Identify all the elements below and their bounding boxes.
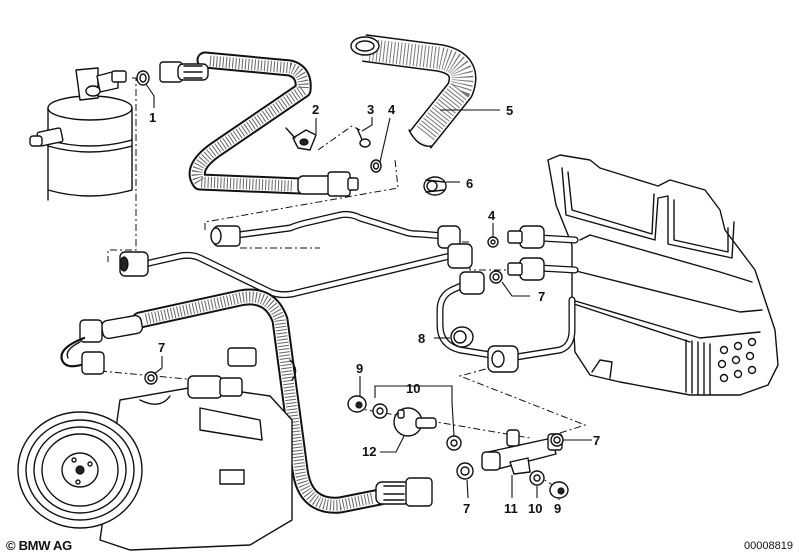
callout-10-bottom: 10 — [528, 501, 542, 516]
sealing-ring-7-left — [144, 371, 158, 385]
sealing-ring-1 — [136, 70, 150, 86]
rigid-pipe-lower — [119, 243, 473, 299]
upper-hose — [159, 51, 359, 197]
nut-9-upper — [347, 395, 367, 413]
u-pipe — [436, 271, 576, 373]
compressor — [17, 347, 297, 551]
callout-1: 1 — [149, 110, 156, 125]
callout-8: 8 — [418, 331, 425, 346]
callout-7-bottom: 7 — [463, 501, 470, 516]
callout-labels: 1 2 3 4 4 5 6 7 7 7 7 8 9 9 10 10 11 12 — [149, 102, 600, 516]
callout-6: 6 — [466, 176, 473, 191]
evaporator — [547, 154, 779, 396]
evaporator-port-holes — [717, 337, 757, 383]
evaporator-connectors — [507, 225, 579, 281]
callout-7-left: 7 — [158, 340, 165, 355]
sealing-ring-4-upper — [370, 159, 382, 173]
grommet-6 — [423, 176, 447, 196]
callout-3: 3 — [367, 102, 374, 117]
rigid-pipe-upper — [210, 210, 461, 249]
leader-lines — [145, 83, 592, 500]
callout-9-upper: 9 — [356, 361, 363, 376]
screw-3 — [317, 125, 371, 151]
nut-9-bottom — [549, 481, 569, 499]
receiver-drier — [29, 67, 133, 201]
sealing-ring-7-bottom — [456, 462, 474, 480]
diagram-number: 00008819 — [744, 540, 793, 552]
t-piece-11 — [481, 429, 563, 475]
pressure-switch-12 — [393, 407, 437, 437]
sealing-ring-7-right — [550, 433, 564, 447]
large-hose-5 — [350, 34, 477, 149]
washer-10-left — [372, 403, 388, 419]
callout-12: 12 — [362, 444, 376, 459]
lower-hose — [60, 288, 433, 514]
washer-10-bottom — [529, 470, 545, 486]
washer-10-right — [446, 435, 462, 451]
sealing-ring-7-upper-right — [489, 270, 503, 284]
callout-11: 11 — [504, 501, 518, 516]
callout-10-upper: 10 — [406, 381, 420, 396]
grommet-8 — [450, 326, 474, 348]
callout-5: 5 — [506, 103, 513, 118]
sealing-ring-4-lower — [487, 236, 499, 248]
callout-4-lower: 4 — [488, 208, 496, 223]
callout-4-upper: 4 — [388, 102, 396, 117]
copyright-label: © BMW AG — [6, 538, 72, 553]
callout-7-upper-right: 7 — [538, 289, 545, 304]
callout-9-bottom: 9 — [554, 501, 561, 516]
callout-7-right: 7 — [593, 433, 600, 448]
bracket-2 — [285, 127, 317, 151]
callout-2: 2 — [312, 102, 319, 117]
